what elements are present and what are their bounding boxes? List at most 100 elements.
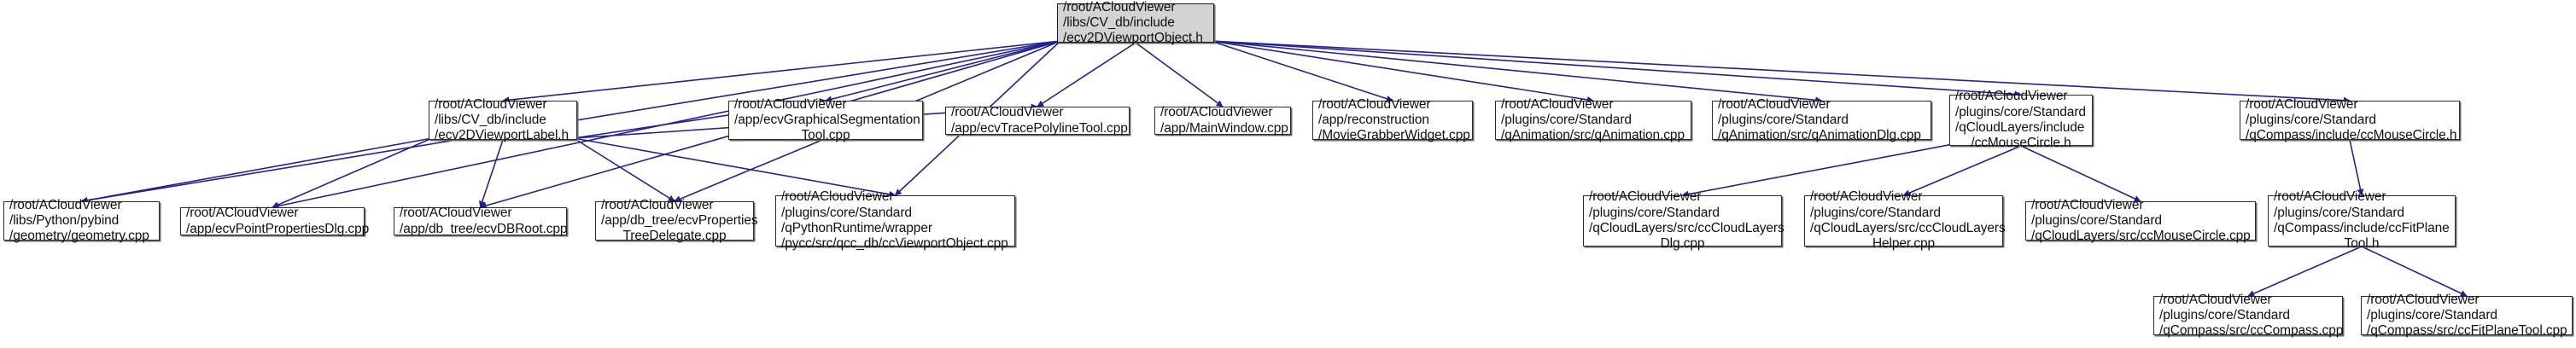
node-label-line: /root/ACloudViewer bbox=[951, 105, 1064, 120]
edge-n_ccmousecircle_cl_h-to-n_ccclayershelper bbox=[1902, 145, 2022, 196]
node-ccFitPlaneTool-cpp[interactable]: /root/ACloudViewer/plugins/core/Standard… bbox=[2361, 292, 2573, 338]
node-label-line: /root/ACloudViewer bbox=[2159, 292, 2272, 307]
edge-root-to-n_graphseg bbox=[825, 40, 1061, 103]
node-label-line: /ecv2DViewportObject.h bbox=[1063, 31, 1203, 46]
node-qAnimation-cpp[interactable]: /root/ACloudViewer/plugins/core/Standard… bbox=[1495, 97, 1691, 142]
node-label-line: Dlg.cpp bbox=[1660, 236, 1705, 252]
node-label-line: /root/ACloudViewer bbox=[1589, 189, 1702, 205]
node-label-line: Tool.cpp bbox=[801, 128, 850, 143]
edge-n_ccmousecircle_comp_h-to-n_ccfitplanetool_h bbox=[2349, 139, 2364, 196]
edge-n_viewportlabel-to-n_ccviewportobject bbox=[573, 137, 897, 198]
node-label-line: /app/reconstruction bbox=[1318, 112, 1429, 127]
edge-root-to-n_viewportlabel bbox=[502, 40, 1061, 104]
node-label-line: /root/ACloudViewer bbox=[1810, 189, 1923, 205]
node-label-line: /ecv2DViewportLabel.h bbox=[435, 128, 570, 143]
node-label-line: /qCompass/include/ccMouseCircle.h bbox=[2246, 128, 2457, 143]
node-ecvPointPropertiesDlg-cpp[interactable]: /root/ACloudViewer/app/ecvPointPropertie… bbox=[180, 206, 370, 236]
node-label-line: /qPythonRuntime/wrapper bbox=[781, 221, 932, 235]
node-label-line: /root/ACloudViewer bbox=[9, 197, 122, 212]
node-label-line: /qCloudLayers/include bbox=[1955, 120, 2085, 135]
node-label-line: /MovieGrabberWidget.cpp bbox=[1318, 128, 1470, 143]
node-label-line: /plugins/core/Standard bbox=[1501, 112, 1632, 127]
node-qCloudLayers-ccMouseCircle-h[interactable]: /root/ACloudViewer/plugins/core/Standard… bbox=[1949, 89, 2093, 150]
edge-root-to-n_qanimationdlg bbox=[1210, 40, 1823, 104]
node-label-line: Helper.cpp bbox=[1872, 236, 1936, 252]
node-label-line: /libs/Python/pybind bbox=[9, 212, 120, 228]
node-label-line: /root/ACloudViewer bbox=[186, 206, 299, 221]
node-MainWindow-cpp[interactable]: /root/ACloudViewer/app/MainWindow.cpp bbox=[1154, 105, 1291, 136]
node-ecv2DViewportLabel-h[interactable]: /root/ACloudViewer/libs/CV_db/include/ec… bbox=[429, 97, 577, 143]
edge-n_viewportlabel-to-n_pointprops bbox=[272, 137, 433, 208]
node-label-line: /root/ACloudViewer bbox=[1318, 96, 1431, 112]
node-label-line: /plugins/core/Standard bbox=[1955, 104, 2086, 119]
node-label-line: Tool.h bbox=[2344, 236, 2380, 252]
node-ccCompass-cpp[interactable]: /root/ACloudViewer/plugins/core/Standard… bbox=[2153, 292, 2343, 338]
node-label-line: /root/ACloudViewer bbox=[734, 96, 847, 112]
node-label-line: /plugins/core/Standard bbox=[2246, 112, 2376, 127]
edge-n_viewportlabel-to-n_propstree bbox=[573, 137, 675, 202]
node-ccFitPlaneTool-h[interactable]: /root/ACloudViewer/plugins/core/Standard… bbox=[2268, 189, 2456, 251]
node-ecvGraphicalSegmentationTool-cpp[interactable]: /root/ACloudViewer/app/ecvGraphicalSegme… bbox=[728, 97, 923, 143]
node-label-line: /app/db_tree/ecvProperties bbox=[601, 212, 758, 228]
edge-n_ccfitplanetool_h-to-n_ccfitplanetool_cpp bbox=[2361, 246, 2468, 297]
node-label-line: /root/ACloudViewer bbox=[2031, 197, 2144, 212]
edge-root-to-n_qanimation bbox=[1210, 40, 1594, 103]
node-ecvDBRoot-cpp[interactable]: /root/ACloudViewer/app/db_tree/ecvDBRoot… bbox=[394, 206, 568, 236]
edge-root-to-n_tracepoly bbox=[1037, 42, 1136, 107]
node-ccCloudLayersHelper-cpp[interactable]: /root/ACloudViewer/plugins/core/Standard… bbox=[1804, 189, 2006, 251]
node-label-line: /plugins/core/Standard bbox=[2274, 205, 2404, 220]
edge-n_viewportlabel-to-n_dbroot bbox=[478, 139, 504, 208]
node-qAnimationDlg-cpp[interactable]: /root/ACloudViewer/plugins/core/Standard… bbox=[1712, 97, 1931, 143]
node-label-line: /root/ACloudViewer bbox=[1718, 96, 1831, 112]
node-qCloudLayers-ccMouseCircle-cpp[interactable]: /root/ACloudViewer/plugins/core/Standard… bbox=[2025, 197, 2256, 244]
node-label-line: /app/ecvTracePolylineTool.cpp bbox=[951, 120, 1128, 136]
edge-root-to-n_moviegrabber bbox=[1210, 40, 1393, 102]
node-label-line: /root/ACloudViewer bbox=[1955, 89, 2068, 104]
node-label-line: TreeDelegate.cpp bbox=[622, 229, 727, 244]
node-label-line: /plugins/core/Standard bbox=[2159, 307, 2290, 322]
node-label-line: /ccMouseCircle.h bbox=[1971, 136, 2071, 151]
node-label-line: /plugins/core/Standard bbox=[1810, 205, 1941, 220]
edge-n_ccfitplanetool_h-to-n_cccompass_cpp bbox=[2247, 246, 2363, 297]
edge-root-to-n_ccmousecircle_comp_h bbox=[1210, 40, 2351, 104]
node-label-line: /pycc/src/qcc_db/ccViewportObject.cpp bbox=[781, 236, 1008, 252]
node-label-line: /plugins/core/Standard bbox=[2031, 212, 2162, 228]
node-label-line: /libs/CV_db/include bbox=[435, 112, 546, 127]
node-label-line: /qCloudLayers/src/ccCloudLayers bbox=[1589, 221, 1785, 235]
edge-n_ccmousecircle_cl_h-to-n_ccmousecircle_cl_cpp bbox=[2020, 145, 2141, 202]
node-label-line: /qCompass/src/ccCompass.cpp bbox=[2159, 323, 2344, 339]
node-label-line: /qCloudLayers/src/ccCloudLayers bbox=[1810, 221, 2006, 235]
node-label-line: /root/ACloudViewer bbox=[1160, 105, 1273, 120]
edge-root-to-n_pointprops bbox=[272, 40, 1061, 210]
node-label-line: /root/ACloudViewer bbox=[435, 96, 547, 112]
node-label-line: /app/db_tree/ecvDBRoot.cpp bbox=[400, 221, 568, 236]
node-label-line: /plugins/core/Standard bbox=[1718, 112, 1849, 127]
node-label-line: /geometry/geometry.cpp bbox=[9, 229, 149, 244]
node-label-line: /qCloudLayers/src/ccMouseCircle.cpp bbox=[2031, 229, 2251, 244]
edge-n_ccmousecircle_cl_h-to-n_ccclayersdlg bbox=[1681, 143, 1954, 198]
node-label-line: /root/ACloudViewer bbox=[1063, 0, 1176, 14]
node-label-line: /plugins/core/Standard bbox=[781, 205, 912, 220]
node-ccCloudLayersDlg-cpp[interactable]: /root/ACloudViewer/plugins/core/Standard… bbox=[1583, 189, 1785, 251]
node-ecv2DViewportObject-h[interactable]: /root/ACloudViewer/libs/CV_db/include/ec… bbox=[1057, 0, 1214, 46]
node-label-line: /root/ACloudViewer bbox=[1501, 96, 1614, 112]
node-qCompass-ccMouseCircle-h[interactable]: /root/ACloudViewer/plugins/core/Standard… bbox=[2240, 97, 2460, 143]
node-label-line: /app/ecvGraphicalSegmentation bbox=[734, 112, 920, 127]
node-label-line: /plugins/core/Standard bbox=[2367, 307, 2497, 322]
node-label-line: /root/ACloudViewer bbox=[601, 197, 714, 212]
node-MovieGrabberWidget-cpp[interactable]: /root/ACloudViewer/app/reconstruction/Mo… bbox=[1312, 97, 1473, 143]
node-label-line: /root/ACloudViewer bbox=[2367, 292, 2480, 307]
node-label-line: /root/ACloudViewer bbox=[2246, 96, 2358, 112]
node-ecvTracePolylineTool-cpp[interactable]: /root/ACloudViewer/app/ecvTracePolylineT… bbox=[945, 105, 1130, 136]
node-ecvPropertiesTreeDelegate-cpp[interactable]: /root/ACloudViewer/app/db_tree/ecvProper… bbox=[595, 197, 758, 244]
node-label-line: /qAnimation/src/qAnimationDlg.cpp bbox=[1718, 128, 1921, 143]
node-geometry-cpp[interactable]: /root/ACloudViewer/libs/Python/pybind/ge… bbox=[3, 197, 160, 244]
node-label-line: /app/MainWindow.cpp bbox=[1160, 120, 1288, 136]
node-label-line: /qCompass/include/ccFitPlane bbox=[2274, 221, 2450, 235]
edge-n_viewportlabel-to-n_geometry bbox=[80, 137, 433, 204]
node-ccViewportObject-cpp[interactable]: /root/ACloudViewer/plugins/core/Standard… bbox=[775, 189, 1015, 251]
node-label-line: /plugins/core/Standard bbox=[1589, 205, 1720, 220]
edge-root-to-n_mainwindow bbox=[1135, 42, 1224, 107]
node-label-line: /app/ecvPointPropertiesDlg.cpp bbox=[186, 221, 370, 236]
